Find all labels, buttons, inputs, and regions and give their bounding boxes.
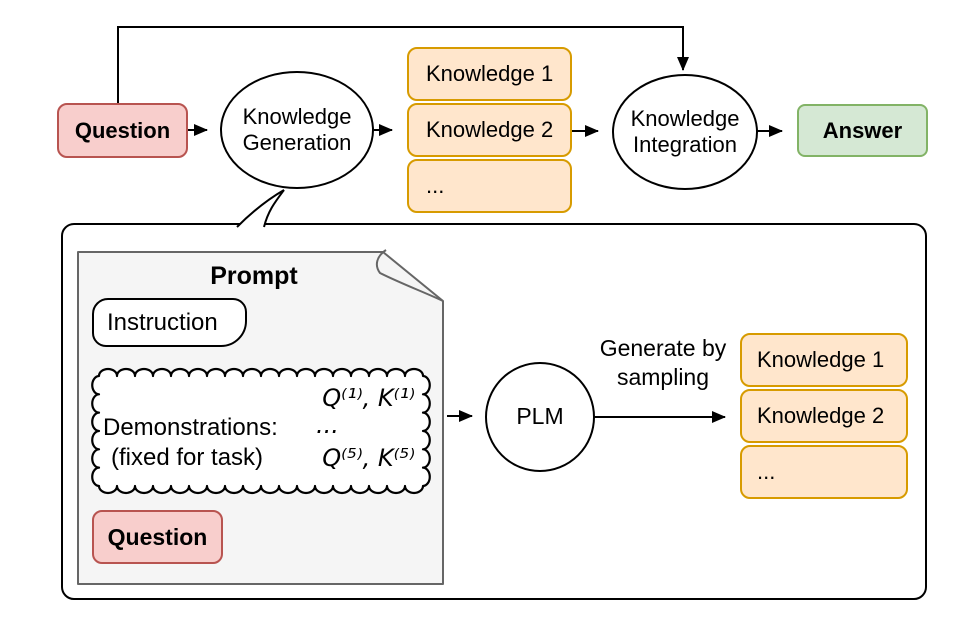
generated-knowledge-item-more: ... bbox=[740, 445, 908, 499]
generate-by-sampling-line2: sampling bbox=[616, 364, 710, 390]
knowledge-generation-label: Knowledge Generation bbox=[222, 104, 372, 156]
prompt-title: Prompt bbox=[210, 262, 298, 290]
knowledge-integration-node bbox=[612, 74, 758, 190]
generated-knowledge-item-2: Knowledge 2 bbox=[740, 389, 908, 443]
prompt-document-fold bbox=[375, 249, 444, 302]
generate-by-sampling-label: Generate by sampling bbox=[583, 334, 743, 392]
callout-tail-left-edge bbox=[236, 189, 285, 228]
plm-label: PLM bbox=[516, 403, 564, 429]
knowledge-integration-label: Knowledge Integration bbox=[610, 106, 760, 158]
knowledge-generation-node bbox=[220, 71, 374, 189]
callout-tail-fill bbox=[237, 190, 284, 228]
demonstrations-label: Demonstrations: bbox=[103, 414, 278, 441]
demonstrations-frame bbox=[91, 367, 431, 495]
generated-knowledge-item-1: Knowledge 1 bbox=[740, 333, 908, 387]
instruction-tag: Instruction bbox=[92, 298, 247, 347]
answer-box: Answer bbox=[797, 104, 928, 157]
question-box: Question bbox=[57, 103, 188, 158]
demonstrations-note: (fixed for task) bbox=[111, 444, 264, 471]
demo-pair-last: Q⁽⁵⁾, K⁽⁵⁾ bbox=[322, 444, 415, 472]
demo-pair-first: Q⁽¹⁾, K⁽¹⁾ bbox=[322, 384, 415, 412]
demo-ellipsis: ... bbox=[316, 411, 339, 439]
callout-tail-right-edge bbox=[263, 189, 285, 228]
generate-by-sampling-line1: Generate by bbox=[599, 335, 727, 361]
knowledge-generation-label-line1: Knowledge bbox=[242, 104, 352, 129]
knowledge-integration-label-line2: Integration bbox=[633, 132, 737, 157]
knowledge-generation-label-line2: Generation bbox=[242, 130, 352, 155]
knowledge-item-more: ... bbox=[407, 159, 572, 213]
knowledge-item-1: Knowledge 1 bbox=[407, 47, 572, 101]
question-to-integration-connector bbox=[117, 26, 689, 103]
knowledge-item-2: Knowledge 2 bbox=[407, 103, 572, 157]
knowledge-integration-label-line1: Knowledge bbox=[630, 106, 740, 131]
prompt-question-box: Question bbox=[92, 510, 223, 564]
